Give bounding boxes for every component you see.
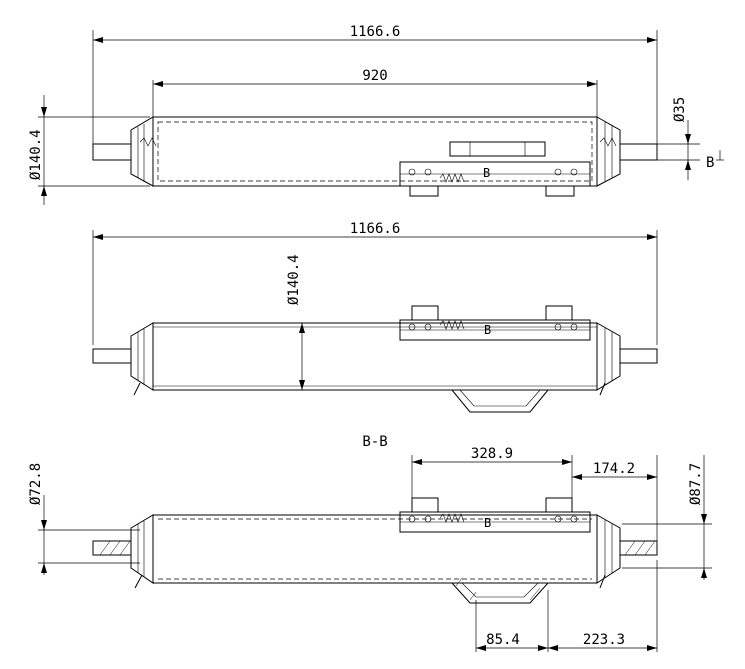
section-title: B-B	[362, 434, 387, 450]
section-rail-label: B	[484, 516, 491, 530]
section-right-foot	[545, 497, 573, 513]
middle-rail-label: B	[484, 323, 491, 337]
section-outlet-diameter-label: Ø87.7	[688, 463, 704, 505]
section-view: B-B 328.9 174.2 Ø72.8	[28, 434, 712, 652]
section-offset-dimension: 174.2	[572, 455, 658, 545]
middle-left-foot	[411, 305, 439, 321]
section-foot-offset-dimension: 223.3	[548, 560, 658, 652]
middle-left-pipe	[92, 348, 132, 364]
section-outlet-diameter-dimension: Ø87.7	[622, 455, 712, 580]
top-left-spring	[139, 137, 157, 147]
top-body-dimension: 920	[152, 68, 598, 118]
middle-right-valve	[599, 382, 606, 396]
middle-overall-length-label: 1166.6	[350, 221, 401, 237]
middle-diameter-label: Ø140.4	[286, 254, 302, 305]
top-overall-dimension: 1166.6	[92, 24, 658, 145]
top-view: 1166.6 920 Ø140.4	[28, 24, 724, 205]
middle-rail-spring	[439, 320, 465, 330]
middle-right-foot	[545, 305, 573, 321]
section-bottom-mount	[451, 582, 549, 604]
section-left-valve	[134, 574, 143, 589]
top-left-foot	[409, 185, 439, 197]
section-right-valve	[599, 574, 606, 589]
top-right-foot	[545, 185, 575, 197]
top-right-cone	[596, 116, 621, 187]
top-right-spring	[599, 137, 617, 147]
section-left-cone	[130, 514, 154, 584]
middle-right-cone	[596, 322, 621, 391]
middle-body	[152, 322, 598, 391]
section-inlet-diameter-dimension: Ø72.8	[28, 463, 140, 575]
section-marker-b: B	[706, 150, 724, 171]
top-upper-bracket	[449, 141, 546, 157]
section-right-pipe-hatch	[624, 540, 656, 556]
section-body	[152, 514, 598, 584]
section-right-cone	[596, 514, 621, 584]
top-pipe-diameter-dimension: Ø35	[657, 97, 700, 180]
top-rail-spring	[439, 173, 465, 183]
section-foot-width-dimension: 85.4	[475, 590, 549, 652]
middle-view: 1166.6 Ø140.4 B	[92, 221, 658, 413]
top-rail-label: B	[483, 166, 490, 180]
section-right-pipe	[619, 540, 658, 556]
top-left-cone	[130, 116, 154, 187]
section-foot-width-label: 85.4	[486, 632, 520, 648]
middle-overall-dimension: 1166.6	[92, 221, 658, 345]
section-inlet-diameter-label: Ø72.8	[28, 463, 44, 505]
section-marker-label: B	[706, 155, 714, 171]
middle-diameter-dimension: Ø140.4	[286, 254, 305, 390]
section-foot-offset-label: 223.3	[583, 632, 625, 648]
middle-right-pipe	[619, 348, 658, 364]
section-bottom-mount-hatch	[455, 577, 541, 601]
middle-left-valve	[133, 382, 141, 396]
middle-left-cone	[130, 322, 154, 391]
section-bracket-length-label: 328.9	[471, 446, 513, 462]
middle-bottom-mount	[451, 389, 549, 413]
section-rail-spring	[439, 513, 465, 523]
section-bracket-dimension: 328.9	[411, 446, 573, 500]
top-body	[152, 116, 598, 187]
section-left-pipe-hatch	[99, 540, 131, 556]
section-left-foot	[411, 497, 439, 513]
section-offset-label: 174.2	[593, 461, 635, 477]
top-overall-length-label: 1166.6	[350, 24, 401, 40]
top-diameter-label: Ø140.4	[28, 129, 44, 180]
top-right-pipe	[619, 143, 658, 161]
top-left-diameter-dimension: Ø140.4	[28, 95, 150, 205]
top-body-length-label: 920	[362, 68, 387, 84]
top-left-pipe	[92, 143, 132, 161]
top-pipe-diameter-label: Ø35	[672, 97, 688, 122]
